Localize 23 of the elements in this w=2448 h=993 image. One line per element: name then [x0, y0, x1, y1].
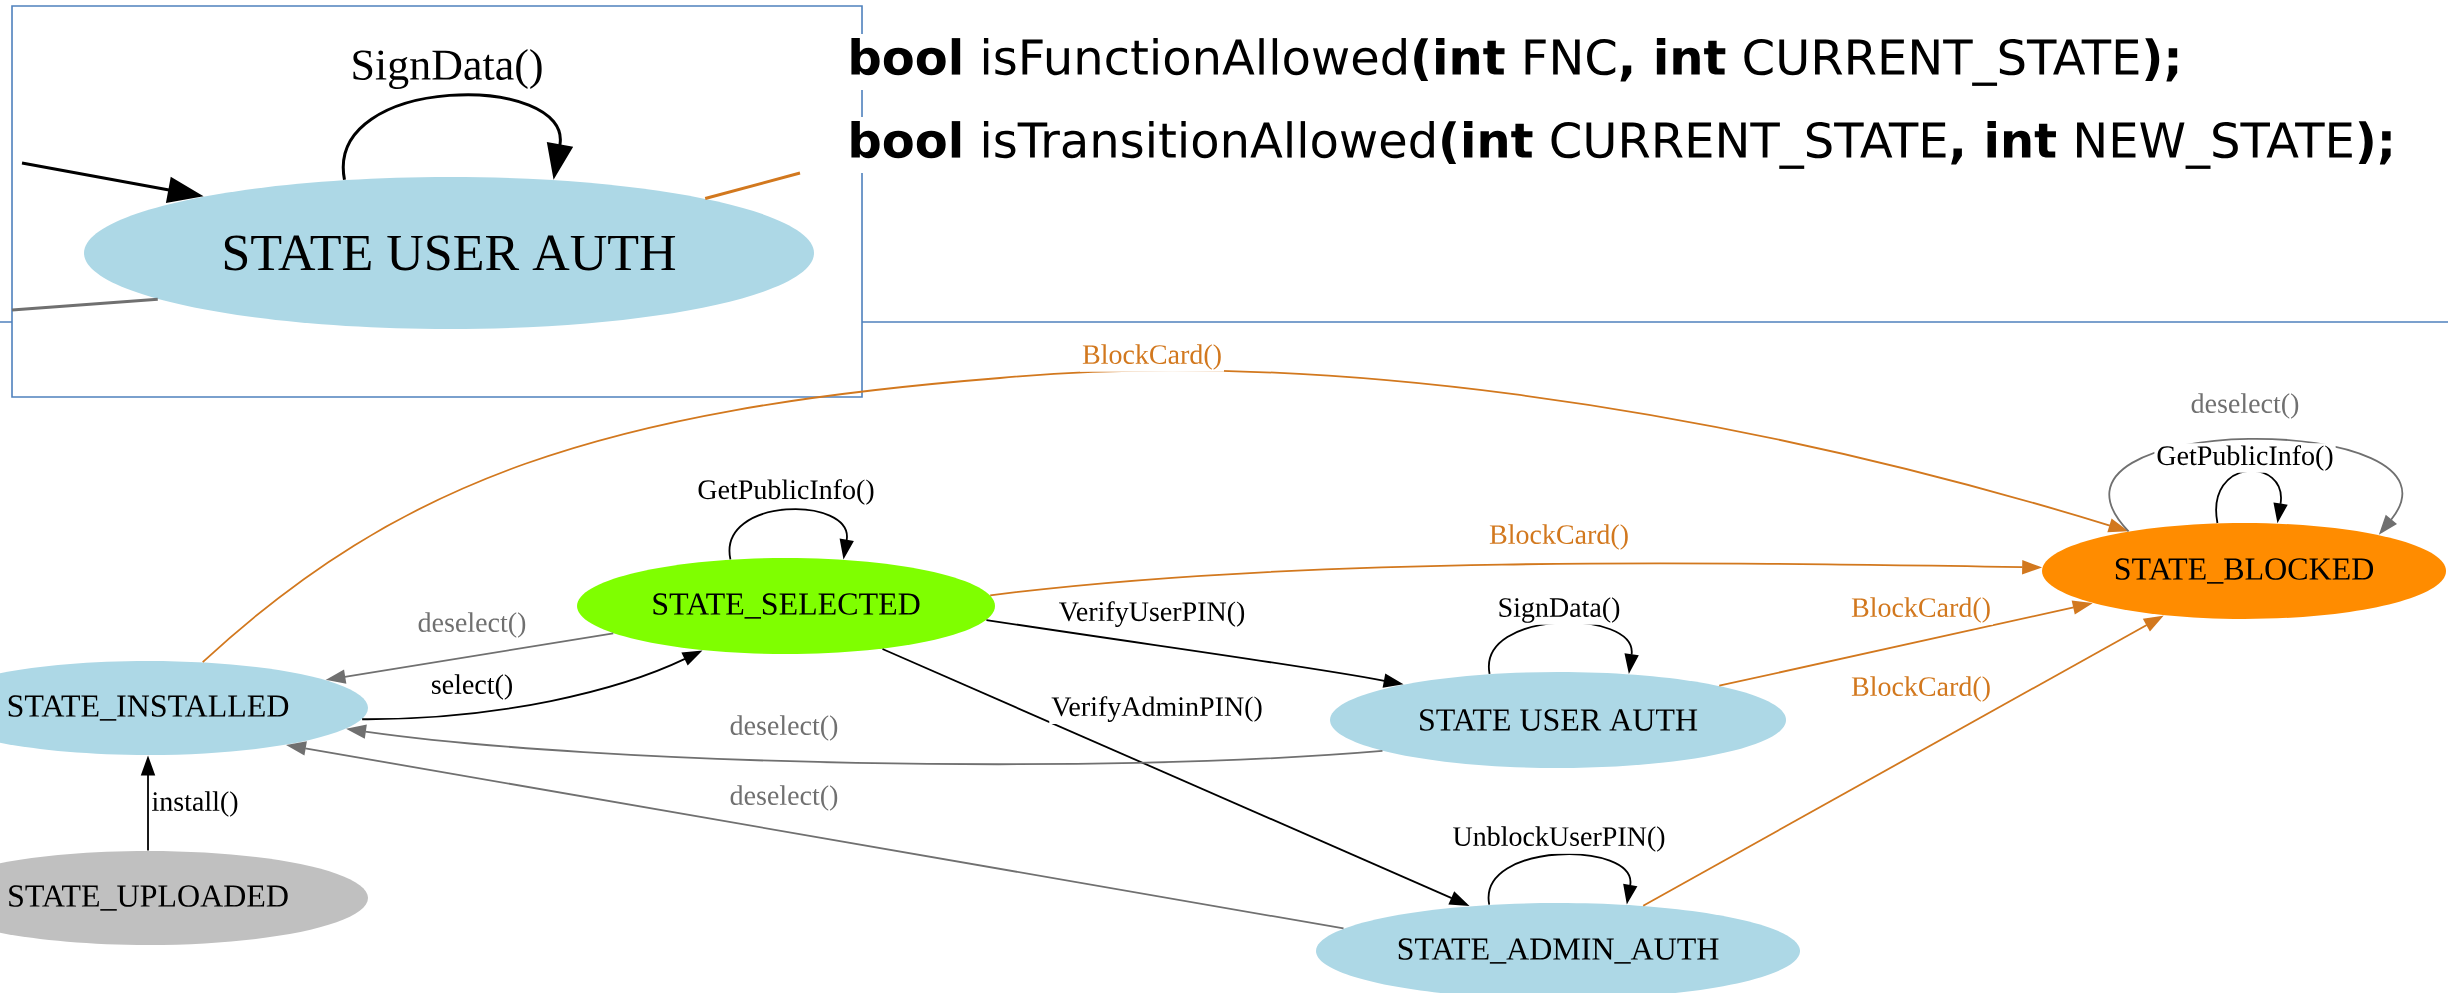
self-loop-arrow	[2215, 470, 2288, 524]
edge-label: deselect()	[727, 713, 841, 743]
edge-label: VerifyAdminPIN()	[1049, 694, 1265, 724]
edge-label: SignData()	[348, 47, 546, 91]
edge-label: deselect()	[727, 783, 841, 813]
self-loop-arrow	[1488, 853, 1638, 906]
connector-line	[704, 171, 801, 200]
self-loop-arrow	[729, 508, 854, 561]
edge-label: BlockCard()	[1849, 674, 1993, 704]
edge-label: deselect()	[2188, 391, 2302, 421]
edge-label: select()	[428, 672, 516, 702]
self-loop-arrow	[342, 93, 574, 180]
edge-label: GetPublicInfo()	[695, 477, 877, 507]
edge-label: BlockCard()	[1080, 342, 1224, 372]
edge-label: BlockCard()	[1849, 595, 1993, 625]
edge-label: install()	[149, 789, 241, 819]
edge-label: SignData()	[1495, 595, 1623, 625]
edge-label: UnblockUserPIN()	[1450, 824, 1668, 854]
edge-label: VerifyUserPIN()	[1056, 599, 1248, 629]
edge-label: GetPublicInfo()	[2154, 443, 2336, 473]
connector-line	[11, 297, 158, 312]
edge-label: deselect()	[415, 610, 529, 640]
edge-label: BlockCard()	[1487, 522, 1631, 552]
